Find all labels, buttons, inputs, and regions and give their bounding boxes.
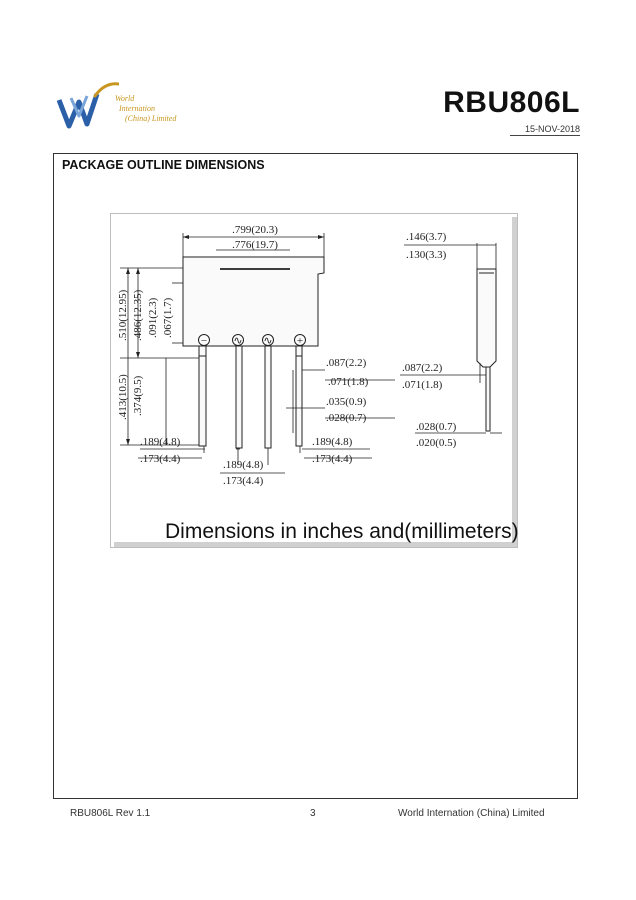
section-title: PACKAGE OUTLINE DIMENSIONS bbox=[62, 158, 265, 172]
dim-lead-step-min: .071(1.8) bbox=[328, 376, 369, 388]
dim-hole-min: .067(1.7) bbox=[162, 297, 174, 338]
company-name-line-1: World bbox=[115, 94, 135, 103]
part-number-title: RBU806L bbox=[443, 86, 580, 119]
dim-thickness-min: .130(3.3) bbox=[406, 249, 447, 261]
dim-body-width-min: .776(19.7) bbox=[232, 239, 278, 251]
content-frame bbox=[53, 153, 578, 799]
dim-pitch-right-min: .173(4.4) bbox=[312, 453, 353, 465]
dim-pitch-right-max: .189(4.8) bbox=[312, 436, 353, 448]
pin-symbol-1: − bbox=[201, 335, 207, 347]
dim-lead-length-min: .374(9.5) bbox=[132, 375, 144, 416]
header-rule bbox=[510, 135, 580, 136]
pin-marker-2 bbox=[232, 334, 244, 346]
package-body bbox=[182, 256, 325, 347]
side-lead bbox=[485, 366, 491, 432]
dim-pitch-left-max: .189(4.8) bbox=[140, 436, 181, 448]
dim-side-step-max: .087(2.2) bbox=[402, 362, 443, 374]
pin-symbol-2: ∿ bbox=[233, 335, 242, 347]
dim-pitch-mid-min: .173(4.4) bbox=[223, 475, 264, 487]
dim-lead-width-max: .035(0.9) bbox=[326, 396, 367, 408]
dim-hole-max: .091(2.3) bbox=[147, 297, 159, 338]
company-name-line-3: (China) Limited bbox=[125, 114, 177, 123]
side-body bbox=[476, 268, 497, 368]
header-date: 15-NOV-2018 bbox=[524, 124, 580, 134]
company-name-line-2: Internation bbox=[119, 104, 155, 113]
dim-side-step-min: .071(1.8) bbox=[402, 379, 443, 391]
dim-body-height-max: .510(12.95) bbox=[117, 289, 129, 341]
dim-body-height-min: .486(12.35) bbox=[132, 289, 144, 341]
footer-page-number: 3 bbox=[310, 808, 316, 819]
dim-side-lead-min: .020(0.5) bbox=[416, 437, 457, 449]
pin-symbol-4: + bbox=[297, 335, 303, 347]
lead-2 bbox=[235, 345, 243, 449]
dim-lead-step-max: .087(2.2) bbox=[326, 357, 367, 369]
figure-caption: Dimensions in inches and(millimeters) bbox=[165, 520, 518, 543]
dim-thickness-max: .146(3.7) bbox=[406, 231, 447, 243]
package-outline-figure: − ∿ ∿ + bbox=[110, 213, 518, 548]
footer-company: World Internation (China) Limited bbox=[398, 808, 545, 819]
front-view bbox=[182, 256, 325, 449]
lead-3 bbox=[264, 345, 272, 449]
lead-4 bbox=[295, 345, 303, 447]
dim-side-lead-max: .028(0.7) bbox=[416, 421, 457, 433]
lead-1 bbox=[198, 345, 207, 447]
dim-pitch-mid-max: .189(4.8) bbox=[223, 459, 264, 471]
pin-marker-1 bbox=[198, 334, 210, 346]
pin-marker-3 bbox=[262, 334, 274, 346]
side-view bbox=[400, 243, 502, 434]
pin-symbol-3: ∿ bbox=[263, 335, 272, 347]
dim-body-width-max: .799(20.3) bbox=[232, 224, 278, 236]
dim-lead-length-max: .413(10.5) bbox=[117, 374, 129, 420]
company-logo: World Internation (China) Limited bbox=[57, 80, 197, 136]
footer-doc-id: RBU806L Rev 1.1 bbox=[70, 808, 151, 819]
logo-mark-icon bbox=[57, 82, 119, 129]
dim-pitch-left-min: .173(4.4) bbox=[140, 453, 181, 465]
dim-lead-width-min: .028(0.7) bbox=[326, 412, 367, 424]
pin-marker-4 bbox=[294, 334, 306, 346]
